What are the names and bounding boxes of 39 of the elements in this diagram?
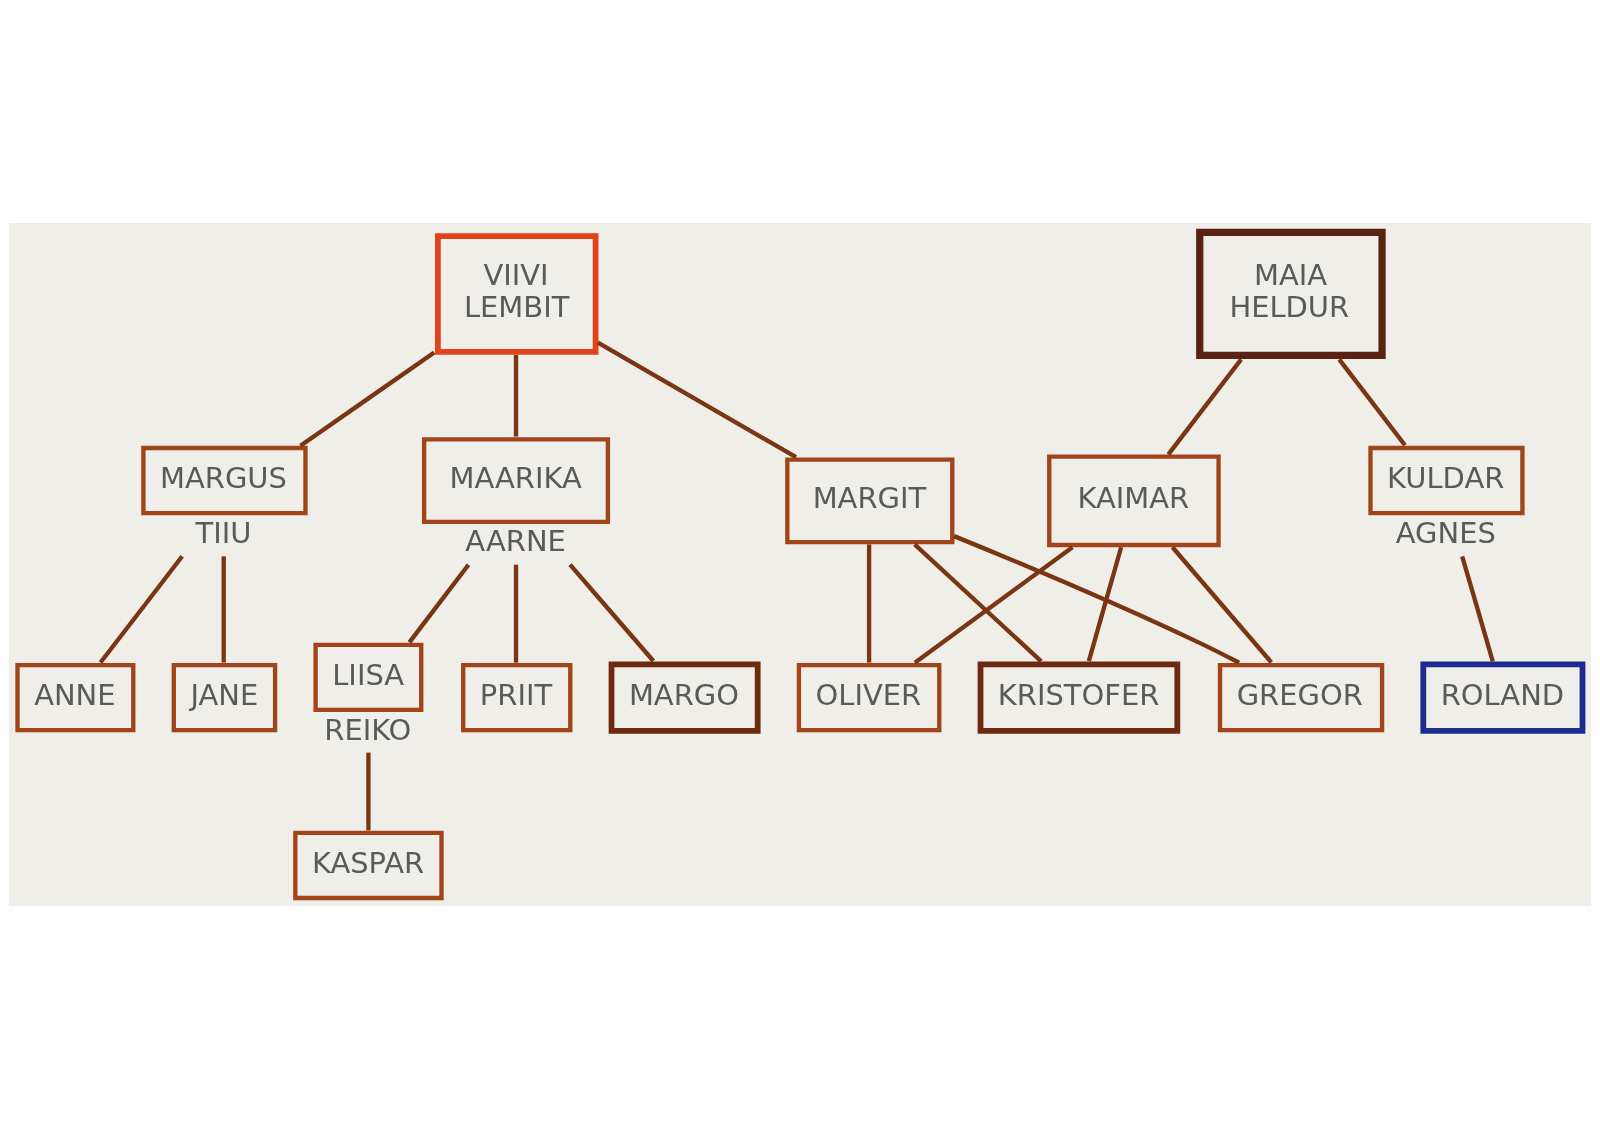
node-box: MAARIKA [421,437,611,524]
node-box: JANE [171,662,278,733]
node-box: OLIVER [796,662,942,733]
connector [407,563,471,644]
node-box: MAIA HELDUR [1196,228,1386,359]
connector [568,563,656,663]
node-box: VIIVI LEMBIT [435,233,599,355]
node-box: LIISA [313,642,424,713]
node-box: KRISTOFER [977,661,1181,734]
connector [953,534,1241,665]
node-box: ROLAND [1420,661,1586,734]
connector [1460,555,1495,662]
connector [1337,358,1407,447]
connector [299,350,436,448]
node-label: AGNES [1395,515,1496,550]
connector [913,545,1074,665]
connector [366,752,371,831]
node-box: PRIIT [461,662,573,733]
node-label: REIKO [324,712,412,747]
node-box: KASPAR [293,830,444,901]
connector [596,340,798,460]
node-box: MARGUS [141,445,308,516]
node-box: GREGOR [1217,662,1385,733]
node-box: MARGIT [785,457,955,545]
node-box: ANNE [15,662,136,733]
node-box: KULDAR [1368,445,1525,516]
connector [1170,545,1273,664]
node-box: KAIMAR [1047,454,1221,548]
node-box: MARGO [608,661,761,734]
connector [1086,546,1124,662]
node-label: TIIU [195,515,252,550]
connector [866,544,872,663]
connector [513,354,519,437]
connector [221,556,226,663]
node-label: AARNE [465,524,566,559]
connector [913,542,1043,663]
connector [1166,358,1243,456]
connector [513,564,519,663]
connector [98,554,184,664]
